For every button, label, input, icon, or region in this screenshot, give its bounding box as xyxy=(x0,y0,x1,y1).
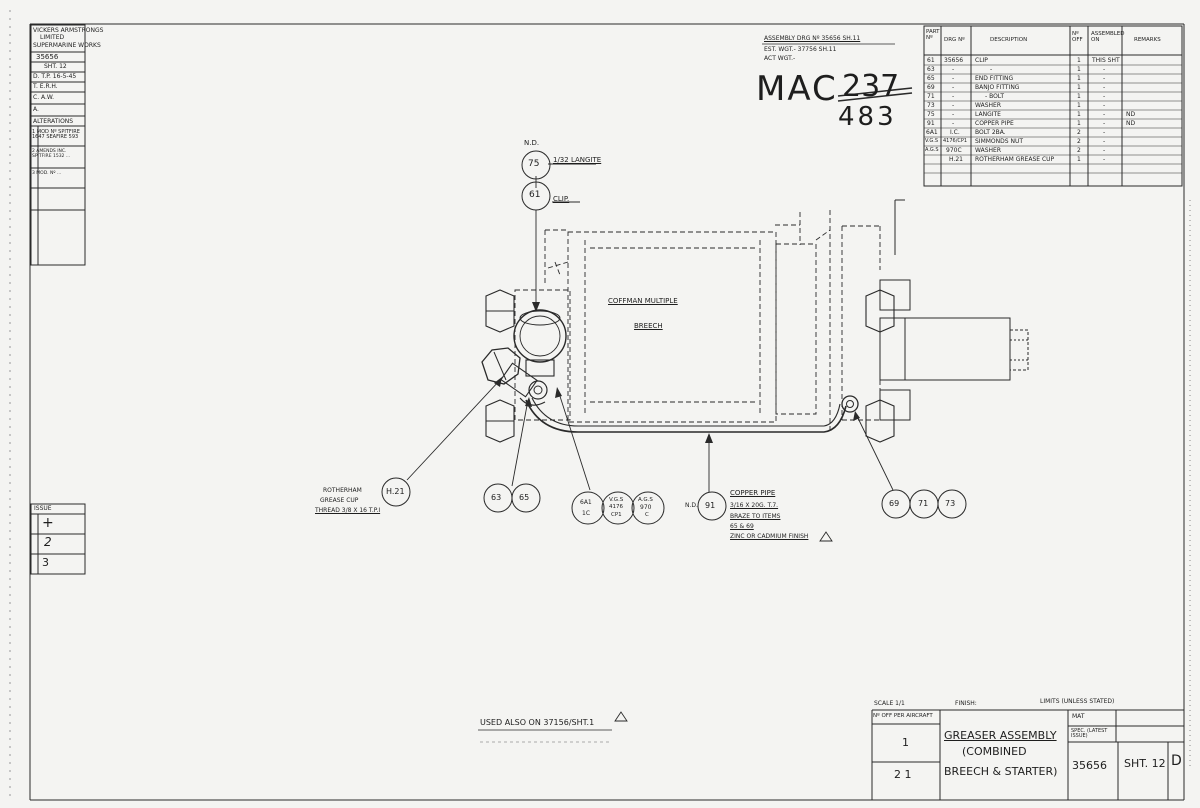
copper-pipe-line-4: 65 & 69 xyxy=(730,523,754,530)
clip-label: CLIP. xyxy=(553,195,570,203)
mac-struck-number: 237 xyxy=(842,69,900,104)
langite-label: 1/32 LANGITE xyxy=(553,156,602,164)
issue-title: ISSUE xyxy=(34,505,52,512)
mat-label: MAT xyxy=(1072,713,1085,720)
balloon-h21 xyxy=(381,477,411,507)
company-line-1: VICKERS ARMSTRONGS xyxy=(33,27,104,34)
alterations-title: ALTERATIONS xyxy=(33,118,74,125)
issue-1: + xyxy=(42,515,54,531)
balloon-61-label: 61 xyxy=(529,190,541,200)
rotherham-line-2: GREASE CUP xyxy=(320,497,359,504)
title-block-lines xyxy=(871,709,1184,800)
strip-drawing-no: 35656 xyxy=(36,53,59,61)
balloon-75 xyxy=(521,150,551,180)
nd-note-top: N.D. xyxy=(524,139,540,147)
assembly-note: ASSEMBLY DRG Nº 35656 SH.11 xyxy=(764,35,861,42)
balloon-63-label: 63 xyxy=(491,493,502,502)
strip-row-c: C. A.W. xyxy=(33,94,55,101)
balloon-6a1-top: 6A1 xyxy=(580,499,592,506)
balloon-ags-bottom: C xyxy=(645,512,649,518)
th-drg-no: DRG Nº xyxy=(944,37,965,43)
nd-note-mid: N.D. xyxy=(685,502,698,509)
limits-label: LIMITS (UNLESS STATED) xyxy=(1040,698,1115,705)
balloon-6a1 xyxy=(571,491,605,525)
no-off-per-aircraft: Nº OFF PER AIRCRAFT xyxy=(873,713,933,719)
balloon-vgs-top: V.G.S xyxy=(609,497,624,503)
title-line-1: GREASER ASSEMBLY xyxy=(944,729,1057,742)
balloon-ags xyxy=(631,491,665,525)
th-part-no: PART Nº xyxy=(926,29,940,41)
alteration-3: 3 MOD. Nº ... xyxy=(32,171,62,176)
spec-label: SPEC. (LATEST ISSUE) xyxy=(1071,728,1108,739)
balloon-71-label: 71 xyxy=(918,499,929,508)
qty-row-1: 1 xyxy=(902,736,909,749)
copper-pipe-line-5: ZINC OR CADMIUM FINISH xyxy=(730,533,809,540)
parts-table-frame xyxy=(923,25,1183,187)
strip-sheet: SHT. 12 xyxy=(44,63,67,70)
act-weight-note: ACT WGT.- xyxy=(764,55,796,62)
balloon-65-label: 65 xyxy=(519,493,530,502)
title-drawing-no: 35656 xyxy=(1072,759,1107,772)
issue-box xyxy=(30,503,86,575)
balloon-ags-mid: 970 xyxy=(640,504,652,511)
balloon-vgs xyxy=(601,491,635,525)
th-no-off: Nº OFF xyxy=(1072,31,1083,43)
issue-3: 3 xyxy=(42,556,49,569)
company-line-3: SUPERMARINE WORKS xyxy=(33,42,101,49)
strip-row-d: D. T.P. 16-5-45 xyxy=(33,73,77,80)
balloon-73-label: 73 xyxy=(945,499,956,508)
est-weight-note: EST. WGT.- 37756 SH.11 xyxy=(764,46,837,53)
qty-row-2: 2 1 xyxy=(894,768,912,781)
used-also-note: USED ALSO ON 37156/SHT.1 xyxy=(480,718,595,727)
balloon-91-label: 91 xyxy=(705,501,716,510)
finish-label: FINISH: xyxy=(955,700,977,707)
balloon-vgs-mid: 4176 xyxy=(609,504,623,510)
title-sheet: SHT. 12 xyxy=(1124,757,1166,770)
title-line-2: (COMBINED xyxy=(962,745,1027,758)
mac-new-number: 483 xyxy=(838,102,897,132)
issue-2: 2 xyxy=(44,535,52,549)
strip-row-t: T. E.R.H. xyxy=(33,83,58,90)
mac-prefix: MAC xyxy=(756,69,838,109)
rotherham-line-1: ROTHERHAM xyxy=(323,487,362,494)
strip-row-a: A. xyxy=(33,106,39,113)
balloon-65 xyxy=(511,483,541,513)
breech-label: BREECH xyxy=(634,322,663,330)
balloon-91 xyxy=(697,491,727,521)
copper-pipe-line-2: 3/16 X 20G. T.7. xyxy=(730,502,779,509)
alteration-2: 2 AMENDS INC. SPITFIRE 1532 ... xyxy=(32,149,71,159)
coffman-label: COFFMAN MULTIPLE xyxy=(608,297,678,305)
alteration-1: 1 MOD Nº SPITFIRE 1647 SEAFIRE 593 xyxy=(32,129,80,140)
balloon-vgs-bottom: CP1 xyxy=(611,512,622,518)
copper-pipe-line-3: BRAZE TO ITEMS xyxy=(730,513,781,520)
breech-assembly xyxy=(481,199,1029,443)
balloon-ags-top: A.G.S xyxy=(638,497,653,503)
rotherham-line-3: THREAD 3/8 X 16 T.P.I xyxy=(315,507,381,514)
th-remarks: REMARKS xyxy=(1134,37,1161,43)
balloon-69-label: 69 xyxy=(889,499,900,508)
balloon-61 xyxy=(521,181,551,211)
balloon-75-label: 75 xyxy=(528,159,540,169)
title-line-3: BREECH & STARTER) xyxy=(944,765,1058,778)
balloon-73 xyxy=(937,489,967,519)
balloon-h21-label: H.21 xyxy=(386,487,405,496)
left-strip-box xyxy=(30,24,86,266)
th-assembled-on: ASSEMBLED ON xyxy=(1091,31,1125,43)
title-revision: D xyxy=(1171,753,1182,769)
th-description: DESCRIPTION xyxy=(990,37,1028,43)
company-line-2: LIMITED xyxy=(40,34,65,41)
scale-label: SCALE 1/1 xyxy=(874,700,905,707)
copper-pipe-line-1: COPPER PIPE xyxy=(730,489,776,497)
balloon-6a1-bottom: 1C xyxy=(582,510,591,517)
